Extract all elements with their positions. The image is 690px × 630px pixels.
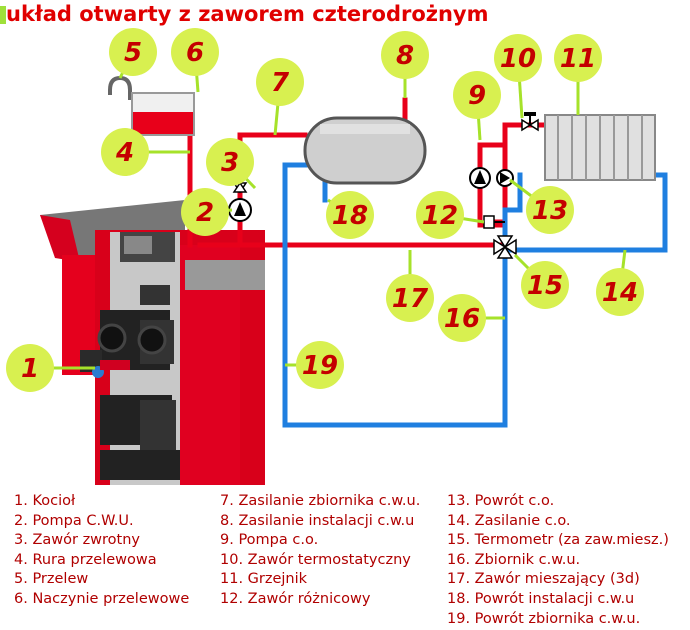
- callout-number: 16: [444, 304, 480, 334]
- thermostatic-valve: [521, 112, 539, 132]
- callout-number: 11: [560, 44, 596, 74]
- dhw-pump: [228, 198, 252, 222]
- overflow-vessel: [108, 75, 195, 136]
- callout-bubble: [416, 191, 464, 239]
- callout-bubble: [101, 128, 149, 176]
- callout-number: 5: [124, 38, 142, 68]
- callout-number: 3: [221, 148, 239, 178]
- callout-number: 17: [392, 284, 429, 314]
- callout-number: 6: [186, 38, 204, 68]
- callout-bubble: [381, 31, 429, 79]
- callout-bubble: [554, 34, 602, 82]
- dhw-tank: [303, 116, 427, 185]
- callout-bubble: [326, 191, 374, 239]
- legend-item: 8. Zasilanie instalacji c.w.u: [220, 512, 415, 529]
- legend-column-1: 1. Kocioł 2. Pompa C.W.U. 3. Zawór zwrotny…: [14, 492, 189, 610]
- legend-item: 16. Zbiornik c.w.u.: [447, 551, 581, 568]
- callout-bubble: [109, 28, 157, 76]
- callout-number: 7: [271, 68, 290, 98]
- legend-item: 3. Zawór zwrotny: [14, 532, 141, 549]
- callout-bubble: [171, 28, 219, 76]
- callout-number: 12: [422, 201, 458, 231]
- callout-number: 9: [468, 81, 486, 111]
- callout-bubble: [386, 274, 434, 322]
- callout-bubble: [453, 71, 501, 119]
- callout-number: 8: [396, 41, 414, 71]
- callout-bubble: [494, 34, 542, 82]
- blue-pipe-tank-return: [282, 162, 508, 428]
- ch-check-valve: [496, 169, 514, 187]
- legend-item: 12. Zawór różnicowy: [220, 590, 371, 607]
- callout-number: 15: [527, 271, 563, 301]
- legend-item: 4. Rura przelewowa: [14, 551, 157, 568]
- callout-bubble: [521, 261, 569, 309]
- callout-number: 1: [21, 354, 39, 384]
- legend-item: 7. Zasilanie zbiornika c.w.u.: [220, 493, 421, 509]
- callout-bubble: [256, 58, 304, 106]
- legend-item: 13. Powrót c.o.: [447, 493, 555, 509]
- legend-item: 15. Termometr (za zaw.miesz.): [447, 532, 669, 549]
- title-accent: [0, 6, 6, 24]
- callout-bubble: [526, 186, 574, 234]
- page-title-bar: układ otwarty z zaworem czterodrożnym: [0, 0, 690, 28]
- callout-number: 13: [532, 196, 568, 226]
- four-way-valve: [493, 235, 517, 259]
- legend-item: 11. Grzejnik: [220, 571, 308, 588]
- callout-number: 14: [602, 278, 638, 308]
- legend-item: 1. Kocioł: [14, 493, 76, 509]
- legend-item: 19. Powrót zbiornika c.w.u.: [447, 610, 641, 627]
- legend-column-3: 13. Powrót c.o. 14. Zasilanie c.o. 15. Ter…: [447, 492, 669, 629]
- callout-number: 4: [115, 138, 134, 168]
- callout-number: 10: [500, 44, 536, 74]
- callout-bubble: [181, 188, 229, 236]
- callout-bubble: [438, 294, 486, 342]
- legend-item: 6. Naczynie przelewowe: [14, 590, 190, 607]
- legend-item: 18. Powrót instalacji c.w.u: [447, 590, 635, 607]
- blue-pipe-ch-return-loop: [502, 172, 523, 248]
- callout-number: 18: [332, 201, 368, 231]
- callout-bubble: [596, 268, 644, 316]
- ch-pump: [469, 167, 491, 189]
- callout-number: 2: [196, 198, 214, 228]
- callout-bubble: [296, 341, 344, 389]
- legend-item: 17. Zawór mieszający (3d): [447, 571, 640, 588]
- callout-bubble: [6, 344, 54, 392]
- legend-item: 10. Zawór termostatyczny: [220, 551, 411, 568]
- radiator: [544, 114, 656, 181]
- callout-bubble: [206, 138, 254, 186]
- page-title: układ otwarty z zaworem czterodrożnym: [6, 2, 489, 26]
- legend-item: 2. Pompa C.W.U.: [14, 512, 134, 529]
- legend-item: 14. Zasilanie c.o.: [447, 512, 571, 529]
- legend-item: 5. Przelew: [14, 571, 89, 588]
- legend-item: 9. Pompa c.o.: [220, 532, 319, 549]
- blue-pipe-ch-return: [502, 172, 668, 253]
- boiler: [40, 200, 265, 485]
- legend-column-2: 7. Zasilanie zbiornika c.w.u. 8. Zasilani…: [220, 492, 420, 610]
- callout-number: 19: [302, 351, 338, 381]
